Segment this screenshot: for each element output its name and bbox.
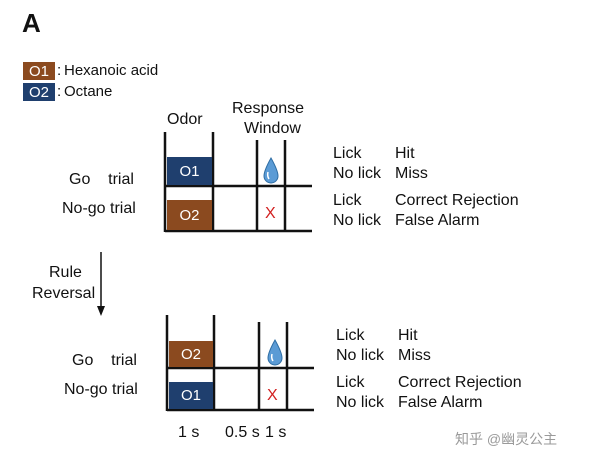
timing-delay-duration: 0.5 s (225, 424, 260, 441)
legend-separator-o2: : (57, 83, 62, 100)
top-nogo-result-false-alarm: False Alarm (395, 212, 480, 229)
bottom-go-result-miss: Miss (398, 347, 431, 364)
top-go-result-hit: Hit (395, 145, 415, 162)
rule-reversal-arrow (97, 252, 105, 316)
bottom-nogo-action-nolick: No lick (336, 394, 385, 411)
bottom-nogo-result-correct-rejection: Correct Rejection (398, 374, 522, 391)
top-go-action-lick: Lick (333, 145, 362, 162)
top-go-trial-label: Go trial (69, 171, 134, 188)
top-trial-grid (163, 132, 312, 233)
top-nogo-result-correct-rejection: Correct Rejection (395, 192, 519, 209)
top-go-action-nolick: No lick (333, 165, 382, 182)
header-odor: Odor (167, 111, 203, 128)
bottom-go-action-lick: Lick (336, 327, 365, 344)
legend-swatch-o1: O1 (23, 62, 55, 80)
bottom-nogo-trial-label: No-go trial (64, 381, 138, 398)
header-response-line1: Response (232, 100, 305, 117)
rule-label-line2: Reversal (32, 285, 96, 302)
legend-swatch-o2: O2 (23, 83, 55, 101)
top-nogo-action-nolick: No lick (333, 212, 382, 229)
water-drop-icon (263, 156, 279, 184)
bottom-nogo-odor-box: O1 (169, 382, 213, 409)
top-nogo-x-mark: X (265, 205, 276, 222)
rule-label-line1: Rule (49, 264, 82, 281)
water-drop-icon (267, 338, 283, 366)
bottom-nogo-action-lick: Lick (336, 374, 365, 391)
watermark-text: 知乎 @幽灵公主 (455, 431, 558, 447)
bottom-go-odor-box: O2 (169, 341, 213, 367)
legend-label-o2: Octane (64, 83, 113, 100)
top-nogo-trial-label: No-go trial (62, 200, 136, 217)
top-nogo-action-lick: Lick (333, 192, 362, 209)
timing-response-duration: 1 s (265, 424, 287, 441)
legend-label-o1: Hexanoic acid (64, 62, 159, 79)
bottom-go-trial-label: Go trial (72, 352, 137, 369)
bottom-go-action-nolick: No lick (336, 347, 385, 364)
legend-separator-o1: : (57, 62, 62, 79)
panel-label: A (22, 8, 41, 38)
top-go-result-miss: Miss (395, 165, 428, 182)
top-go-odor-box: O1 (167, 157, 212, 185)
timing-odor-duration: 1 s (178, 424, 200, 441)
header-response-line2: Window (244, 120, 301, 137)
bottom-nogo-x-mark: X (267, 387, 278, 404)
bottom-go-result-hit: Hit (398, 327, 418, 344)
bottom-nogo-result-false-alarm: False Alarm (398, 394, 483, 411)
bottom-trial-grid (165, 315, 314, 412)
top-nogo-odor-box: O2 (167, 200, 212, 230)
